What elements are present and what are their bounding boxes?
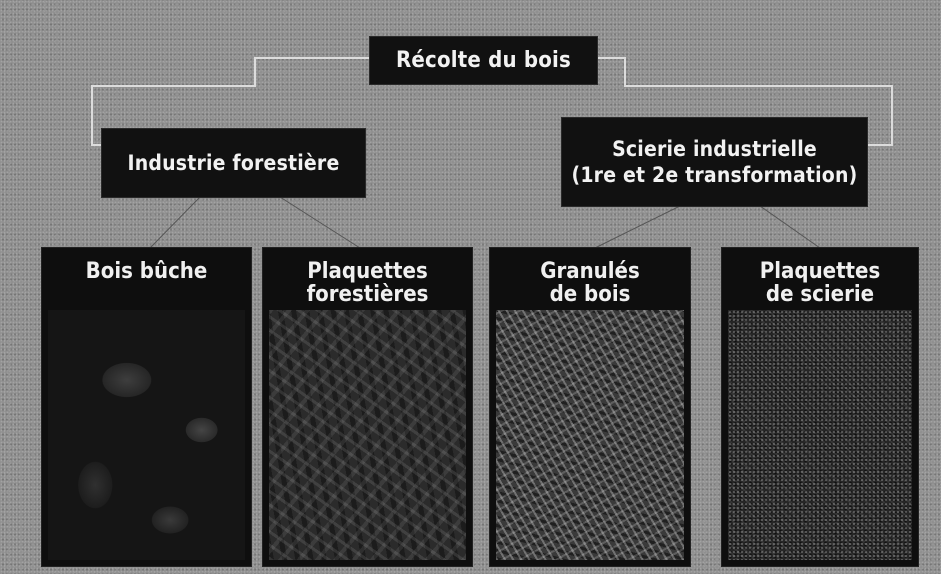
product-card-title: Bois bûche: [42, 260, 251, 283]
connector-forest-card-0: [150, 197, 200, 248]
product-card-firewood: Bois bûche: [42, 248, 251, 566]
product-card-sawmill-chips: Plaquettes de scierie: [722, 248, 918, 566]
product-card-title-line: de bois: [490, 283, 690, 306]
product-card-title-line: Granulés: [490, 260, 690, 283]
root-label: Récolte du bois: [396, 48, 571, 73]
branch-forest-industry: Industrie forestière: [102, 129, 365, 197]
branch-industrial-sawmill: Scierie industrielle (1re et 2e transfor…: [562, 118, 867, 206]
branch-forest-label: Industrie forestière: [128, 151, 340, 175]
product-card-wood-pellets: Granulés de bois: [490, 248, 690, 566]
product-card-title: Plaquettes de scierie: [722, 260, 918, 306]
product-card-title: Plaquettes forestières: [263, 260, 472, 306]
forest-wood-chips-image: [269, 310, 466, 560]
product-card-title-line: Plaquettes: [722, 260, 918, 283]
product-card-title-line: Bois bûche: [42, 260, 251, 283]
product-card-title-line: Plaquettes: [263, 260, 472, 283]
root-node: Récolte du bois: [370, 37, 597, 84]
product-card-title: Granulés de bois: [490, 260, 690, 306]
firewood-logs-image: [48, 310, 245, 560]
product-card-title-line: de scierie: [722, 283, 918, 306]
branch-sawmill-label-line-1: Scierie industrielle: [612, 136, 817, 162]
sawmill-chips-image: [728, 310, 912, 560]
connector-sawmill-card-3: [760, 206, 820, 248]
branch-sawmill-label-line-2: (1re et 2e transformation): [572, 162, 858, 188]
product-card-forest-chips: Plaquettes forestières: [263, 248, 472, 566]
product-card-title-line: forestières: [263, 283, 472, 306]
connector-forest-card-1: [280, 197, 360, 248]
wood-pellets-image: [496, 310, 684, 560]
connector-sawmill-card-2: [595, 206, 680, 248]
